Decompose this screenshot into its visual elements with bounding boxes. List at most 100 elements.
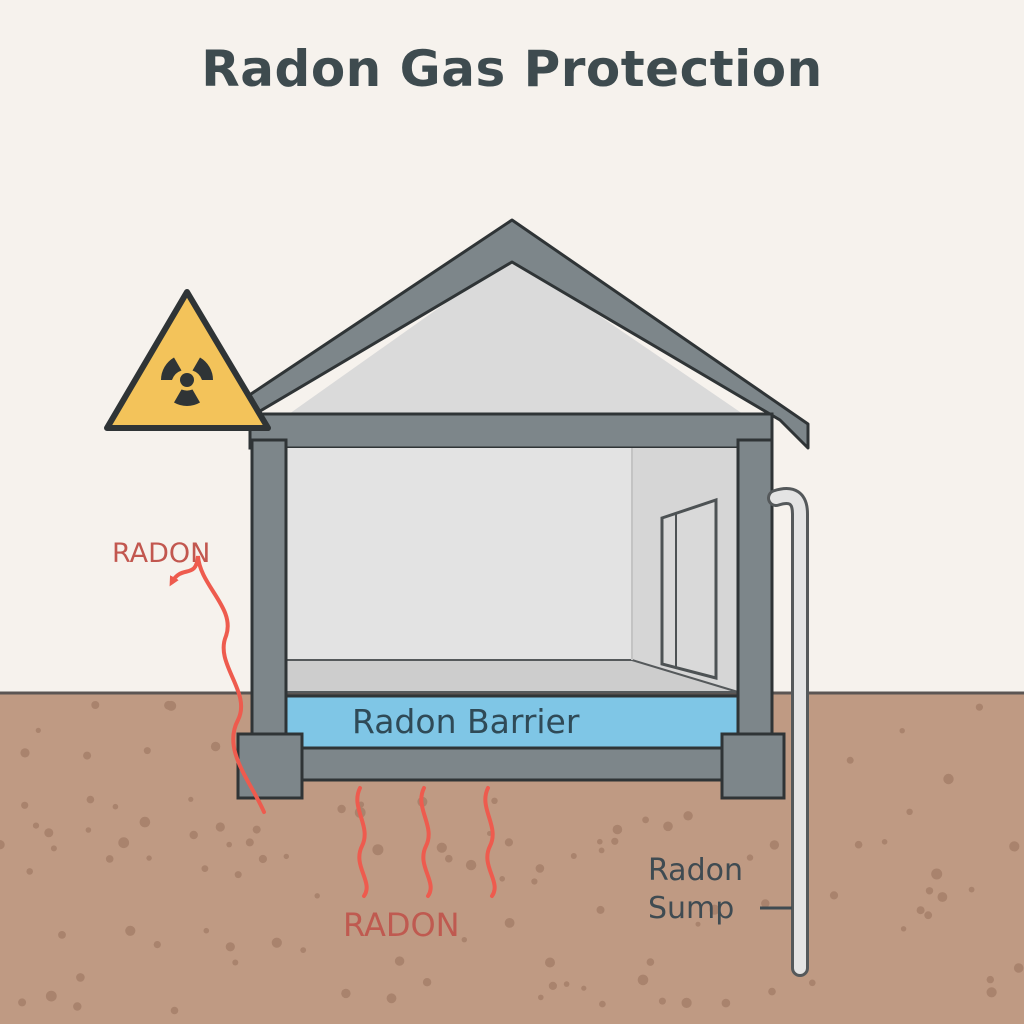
soil-speckle [809,979,816,987]
soil-speckle [215,822,225,832]
radiation-warning-icon [104,289,271,431]
soil-speckle [986,987,997,998]
soil-speckle [86,795,95,804]
soil-speckle [26,868,33,875]
soil-speckle [20,748,30,758]
ceiling-beam [248,412,774,450]
soil-speckle [394,956,405,966]
soil-speckle [50,845,57,852]
left-wall [250,438,288,742]
radon-wave [419,786,433,898]
soil-speckle [21,801,29,809]
foundation-slab [288,746,732,782]
soil-speckle [226,841,232,848]
soil-speckle [658,997,666,1005]
soil-speckle [535,864,545,873]
soil-speckle [189,830,198,840]
radon-wave [483,786,497,898]
soil-speckle [461,937,467,943]
soil-speckle [663,821,673,832]
soil-speckle [118,837,130,849]
soil-speckle [58,931,66,939]
soil-speckle [721,998,731,1008]
soil-speckle [146,855,152,861]
soil-speckle [45,990,57,1002]
soil-speckle [0,840,5,850]
soil-speckle [125,925,136,936]
soil-speckle [188,796,194,802]
soil-speckle [76,973,85,982]
soil-speckle [386,993,397,1004]
soil-speckle [83,751,92,760]
soil-speckle [829,891,839,900]
soil-speckle [271,937,282,948]
soil-speckle [422,978,432,987]
soil-speckle [1009,841,1020,852]
soil-speckle [846,756,854,764]
soil-speckle [203,927,210,934]
soil-speckle [252,825,261,834]
soil-speckles [0,700,1024,1015]
attic-gable [289,256,743,414]
soil-speckle [32,822,40,829]
soil-speckle [924,911,933,920]
soil-speckle [761,899,770,908]
soil-speckle [548,981,558,991]
soil-speckle [545,957,555,968]
soil-speckle [931,868,943,880]
soil-speckle [746,854,754,861]
soil-speckle [916,906,925,915]
soil-speckle [436,842,447,853]
soil-speckle [937,892,948,902]
soil-speckle [44,828,54,838]
left-footing [236,732,304,800]
soil-speckle [112,803,119,810]
soil-speckle [258,854,267,864]
soil-speckle [596,905,605,914]
soil-speckle [300,947,307,953]
soil-speckle [906,808,913,815]
soil-speckle [283,853,289,860]
soil-speckle [143,747,151,755]
soil-speckle [563,981,570,987]
soil-speckle [153,941,161,949]
soil-speckle [709,904,720,915]
soil-speckle [854,840,863,849]
soil-speckle [73,1002,82,1011]
soil-speckle [234,871,242,879]
soil-speckle [769,840,780,850]
soil-speckle [538,994,544,1001]
soil-speckle [611,837,619,845]
soil-speckle [210,741,221,752]
soil-speckle [642,816,649,824]
soil-speckle [681,997,692,1009]
right-footing [720,732,786,800]
soil-speckle [599,1000,606,1008]
soil-speckle [337,804,346,814]
soil-speckle [986,975,994,984]
soil-speckle [612,824,623,835]
soil-speckle [504,918,515,928]
soil-speckle [531,878,538,885]
soil-speckle [91,701,100,709]
radon-sump-pipe-inner [770,490,806,974]
soil-speckle [201,865,209,872]
doorway [660,497,718,680]
soil-speckle [900,926,907,932]
radon-wave [355,786,369,898]
radon-sump-label-line2: Sump [648,891,735,926]
radon-barrier-label: Radon Barrier [352,702,580,741]
soil-speckle [85,827,92,833]
soil-speckle [499,876,506,882]
soil-speckle [445,854,453,863]
soil-speckle [105,855,114,863]
right-wall [736,438,774,742]
radon-sump-label-line1: Radon [648,853,743,888]
soil-speckle [597,838,603,845]
soil-speckle [245,838,254,847]
soil-speckle [465,859,477,871]
soil-speckle [695,921,701,927]
radon-label-left: RADON [112,538,211,569]
soil-speckle [943,773,954,785]
soil-speckle [968,886,975,893]
